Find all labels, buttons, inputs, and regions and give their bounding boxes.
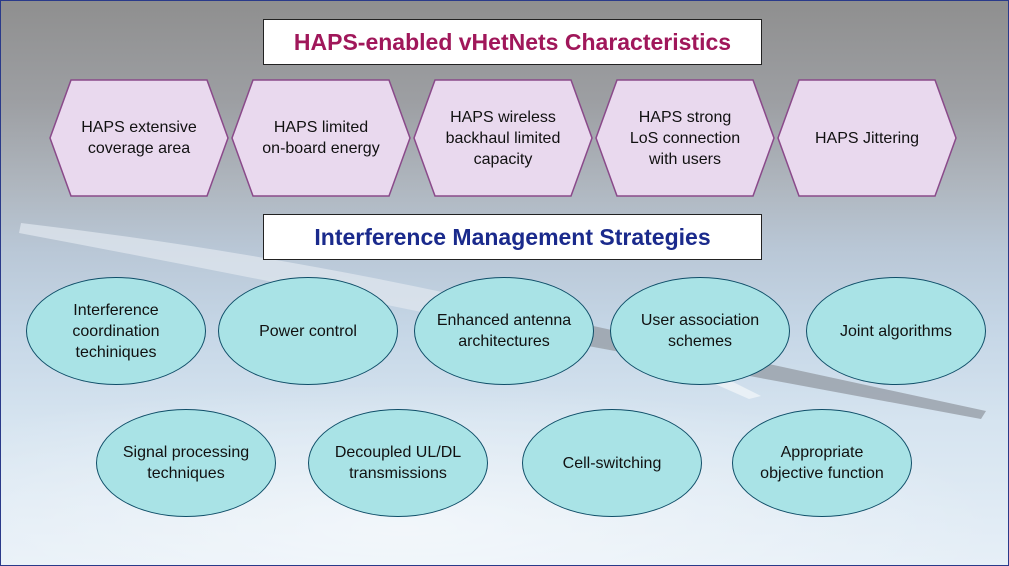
strategy-ellipse: Appropriate objective function [732, 409, 912, 517]
strategy-label: Appropriate objective function [760, 444, 884, 482]
strategy-label: Power control [259, 322, 357, 340]
hexagon-shape [49, 79, 229, 197]
strategy-ellipse: User association schemes [610, 277, 790, 385]
strategy-label: Enhanced antenna architectures [436, 312, 572, 350]
strategy-label: Cell-switching [562, 454, 662, 472]
characteristic-hexagon: HAPS limited on-board energy [231, 79, 411, 197]
characteristic-label: HAPS extensive coverage area [81, 119, 197, 157]
hexagon-shape [413, 79, 593, 197]
characteristic-label: HAPS Jittering [814, 129, 920, 147]
strategy-label: User association schemes [640, 312, 760, 350]
strategy-ellipse: Decoupled UL/DL transmissions [308, 409, 488, 517]
strategy-ellipse: Joint algorithms [806, 277, 986, 385]
strategy-ellipse: Power control [218, 277, 398, 385]
characteristic-hexagon: HAPS wireless backhaul limited capacity [413, 79, 593, 197]
strategy-label: Interference coordination techiniques [72, 301, 160, 361]
strategy-ellipse: Signal processing techniques [96, 409, 276, 517]
strategies-title-text: Interference Management Strategies [314, 223, 711, 250]
characteristic-label: HAPS wireless backhaul limited capacity [445, 108, 561, 168]
characteristic-hexagon: HAPS Jittering [777, 79, 957, 197]
hexagon-shape [777, 79, 957, 197]
characteristic-hexagon: HAPS strong LoS connection with users [595, 79, 775, 197]
characteristic-label: HAPS limited on-board energy [262, 119, 380, 157]
strategy-ellipse: Interference coordination techiniques [26, 277, 206, 385]
hexagon-shape [595, 79, 775, 197]
strategy-label: Decoupled UL/DL transmissions [334, 444, 462, 482]
characteristic-label: HAPS strong LoS connection with users [629, 108, 741, 168]
strategy-label: Signal processing techniques [122, 444, 250, 482]
strategy-ellipse: Cell-switching [522, 409, 702, 517]
strategy-ellipse: Enhanced antenna architectures [414, 277, 594, 385]
strategies-title: Interference Management Strategies [263, 214, 762, 260]
characteristics-title: HAPS-enabled vHetNets Characteristics [263, 19, 762, 65]
strategy-label: Joint algorithms [839, 322, 953, 340]
characteristics-title-text: HAPS-enabled vHetNets Characteristics [293, 28, 732, 55]
characteristic-hexagon: HAPS extensive coverage area [49, 79, 229, 197]
hexagon-shape [231, 79, 411, 197]
